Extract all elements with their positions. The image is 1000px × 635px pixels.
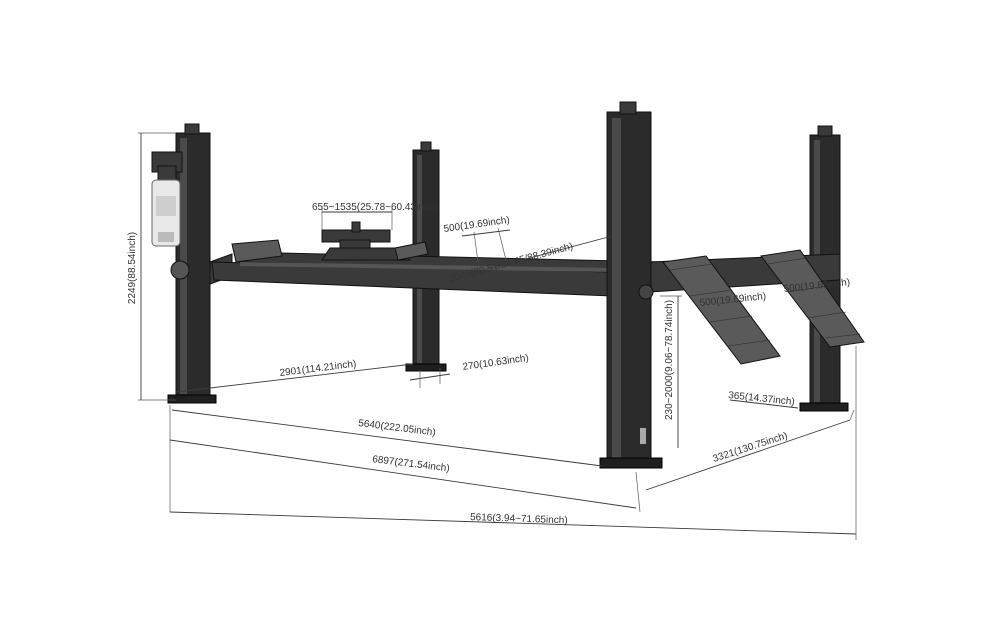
- jack-width-label: 655~1535(25.78~60.43inch): [312, 202, 438, 213]
- outer-width-label: 3321(130.75inch): [712, 430, 789, 465]
- power-unit: [151, 151, 183, 247]
- ramp-right: [760, 249, 865, 348]
- ramp-offset-label: 365(14.37inch): [728, 390, 796, 408]
- runway-gap-label: 270(10.63inch): [462, 353, 530, 373]
- ramp-width-top-label: 500(19.69inch): [443, 215, 511, 235]
- overall-total-label: 5616(3.94~71.65inch): [470, 512, 568, 526]
- front-left-post: [167, 123, 217, 404]
- ramp-left: [662, 255, 781, 365]
- dimension-lines: [138, 132, 857, 540]
- inner-width-label: 2901(114.21inch): [279, 359, 357, 379]
- lift-height-label: 230~2000(9.06~78.74inch): [664, 300, 675, 420]
- column-height-label: 2249(88.54inch): [127, 232, 138, 304]
- front-right-post: [599, 101, 663, 469]
- rolling-jack: [321, 221, 412, 261]
